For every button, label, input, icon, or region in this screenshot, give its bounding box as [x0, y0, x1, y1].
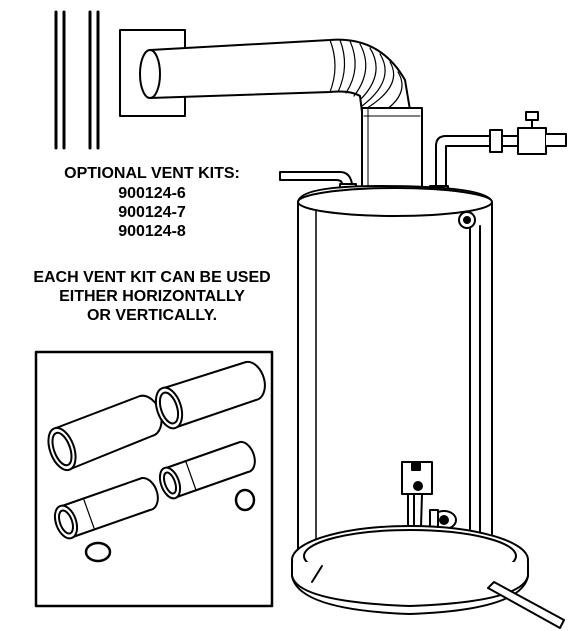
usage-note-line: EACH VENT KIT CAN BE USED [33, 269, 271, 286]
vent-kits-heading: OPTIONAL VENT KITS: [64, 165, 240, 182]
vent-kit-pipe-small [158, 440, 256, 500]
vent-kit-part-number: 900124-7 [118, 204, 186, 221]
water-heater-tank [297, 185, 493, 561]
vent-kit-part-number: 900124-8 [118, 223, 186, 240]
drain-pan [291, 525, 565, 629]
usage-note-line: OR VERTICALLY. [86, 307, 218, 324]
vent-kit-clamp [234, 488, 256, 512]
vent-kit-pipe-small [53, 476, 159, 540]
vent-kit-pipe-large [154, 360, 266, 430]
vent-kit-box [34, 350, 274, 608]
vent-kit-part-number: 900124-6 [118, 185, 186, 202]
vertical-vent-lines [54, 10, 100, 150]
vent-kit-clamp [84, 541, 112, 563]
flex-vent-pipe [139, 38, 423, 195]
gas-supply-piping [429, 111, 567, 195]
usage-note-line: EITHER HORIZONTALLY [59, 288, 245, 305]
